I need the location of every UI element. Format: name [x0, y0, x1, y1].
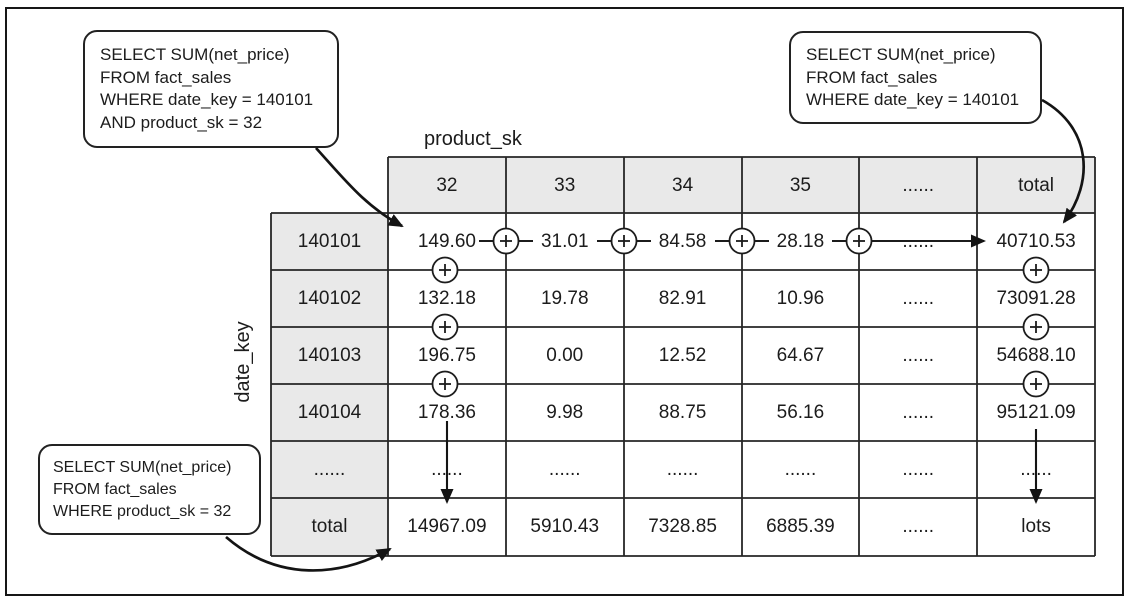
- table-cell: ......: [902, 344, 935, 366]
- table-cell: ......: [548, 459, 581, 481]
- table-cell: ......: [666, 459, 699, 481]
- table-cell: 0.00: [546, 344, 584, 366]
- row-header-column: 140101 140102 140103 140104 ...... total: [271, 213, 388, 556]
- table-cell: 6885.39: [766, 516, 835, 538]
- table-cell: 64.67: [776, 344, 825, 366]
- callout-line: FROM fact_sales: [806, 67, 938, 87]
- table-cell: 9.98: [546, 402, 584, 424]
- table-cell: ......: [902, 402, 935, 424]
- table-cell: ......: [1020, 459, 1052, 481]
- table-cell: 31.01: [540, 230, 589, 252]
- column-header: 35: [789, 174, 811, 196]
- callout-line: AND product_sk = 32: [100, 112, 263, 132]
- table-cell: 73091.28: [996, 287, 1076, 309]
- figure-frame: [5, 7, 1124, 596]
- table-cell: 56.16: [776, 402, 825, 424]
- table-cell: 178.36: [417, 402, 476, 424]
- callout-line: FROM fact_sales: [53, 481, 177, 498]
- table-cell: 132.18: [417, 287, 476, 309]
- data-cube-grid: 149.60 31.01 84.58 28.18 ...... 40710.53…: [388, 213, 1095, 556]
- callout-line: WHERE product_sk = 32: [53, 503, 232, 520]
- row-header: 140102: [297, 287, 362, 309]
- callout-line: SELECT SUM(net_price): [806, 45, 996, 64]
- table-cell: 95121.09: [996, 402, 1076, 424]
- table-cell: 28.18: [776, 230, 825, 252]
- table-cell: lots: [1021, 516, 1051, 538]
- row-header: 140103: [297, 344, 362, 366]
- callout-line: SELECT SUM(net_price): [53, 459, 232, 476]
- table-cell: ......: [431, 459, 463, 481]
- table-cell: 82.91: [658, 287, 707, 309]
- table-cell: ......: [902, 230, 935, 252]
- row-header: 140104: [297, 402, 362, 424]
- column-header: total: [1018, 174, 1055, 196]
- callout-line: WHERE date_key = 140101: [100, 90, 314, 109]
- table-cell: 196.75: [417, 344, 476, 366]
- column-header: 34: [672, 174, 694, 196]
- table-cell: 40710.53: [996, 230, 1076, 252]
- callout-line: WHERE date_key = 140101: [806, 90, 1020, 109]
- table-cell: 14967.09: [407, 516, 487, 538]
- row-header: ......: [313, 459, 346, 481]
- callout-sql-row-total-query: SELECT SUM(net_price) FROM fact_sales WH…: [789, 31, 1042, 124]
- column-header: 33: [554, 174, 576, 196]
- callout-line: SELECT SUM(net_price): [100, 45, 290, 64]
- table-cell: ......: [902, 287, 935, 309]
- table-cell: 88.75: [658, 402, 707, 424]
- column-header: ......: [902, 174, 935, 196]
- table-cell: 7328.85: [648, 516, 717, 538]
- table-cell: 149.60: [417, 230, 476, 252]
- callout-sql-column-total-query: SELECT SUM(net_price) FROM fact_sales WH…: [38, 444, 261, 535]
- table-cell: 19.78: [540, 287, 589, 309]
- table-cell: 5910.43: [530, 516, 600, 538]
- table-cell: 84.58: [658, 230, 707, 252]
- callout-sql-cell-query: SELECT SUM(net_price) FROM fact_sales WH…: [83, 30, 339, 148]
- row-header: total: [311, 516, 348, 538]
- column-header-row: 32 33 34 35 ...... total: [388, 157, 1095, 214]
- table-cell: ......: [902, 516, 935, 538]
- table-cell: ......: [902, 459, 935, 481]
- callout-line: FROM fact_sales: [100, 67, 232, 87]
- product-sk-axis-label: product_sk: [424, 128, 522, 150]
- table-cell: ......: [784, 459, 817, 481]
- row-header: 140101: [297, 230, 362, 252]
- date-key-axis-label: date_key: [232, 321, 254, 403]
- table-cell: 10.96: [776, 287, 825, 309]
- table-cell: 54688.10: [996, 344, 1076, 366]
- table-cell: 12.52: [658, 344, 707, 366]
- column-header: 32: [436, 174, 458, 196]
